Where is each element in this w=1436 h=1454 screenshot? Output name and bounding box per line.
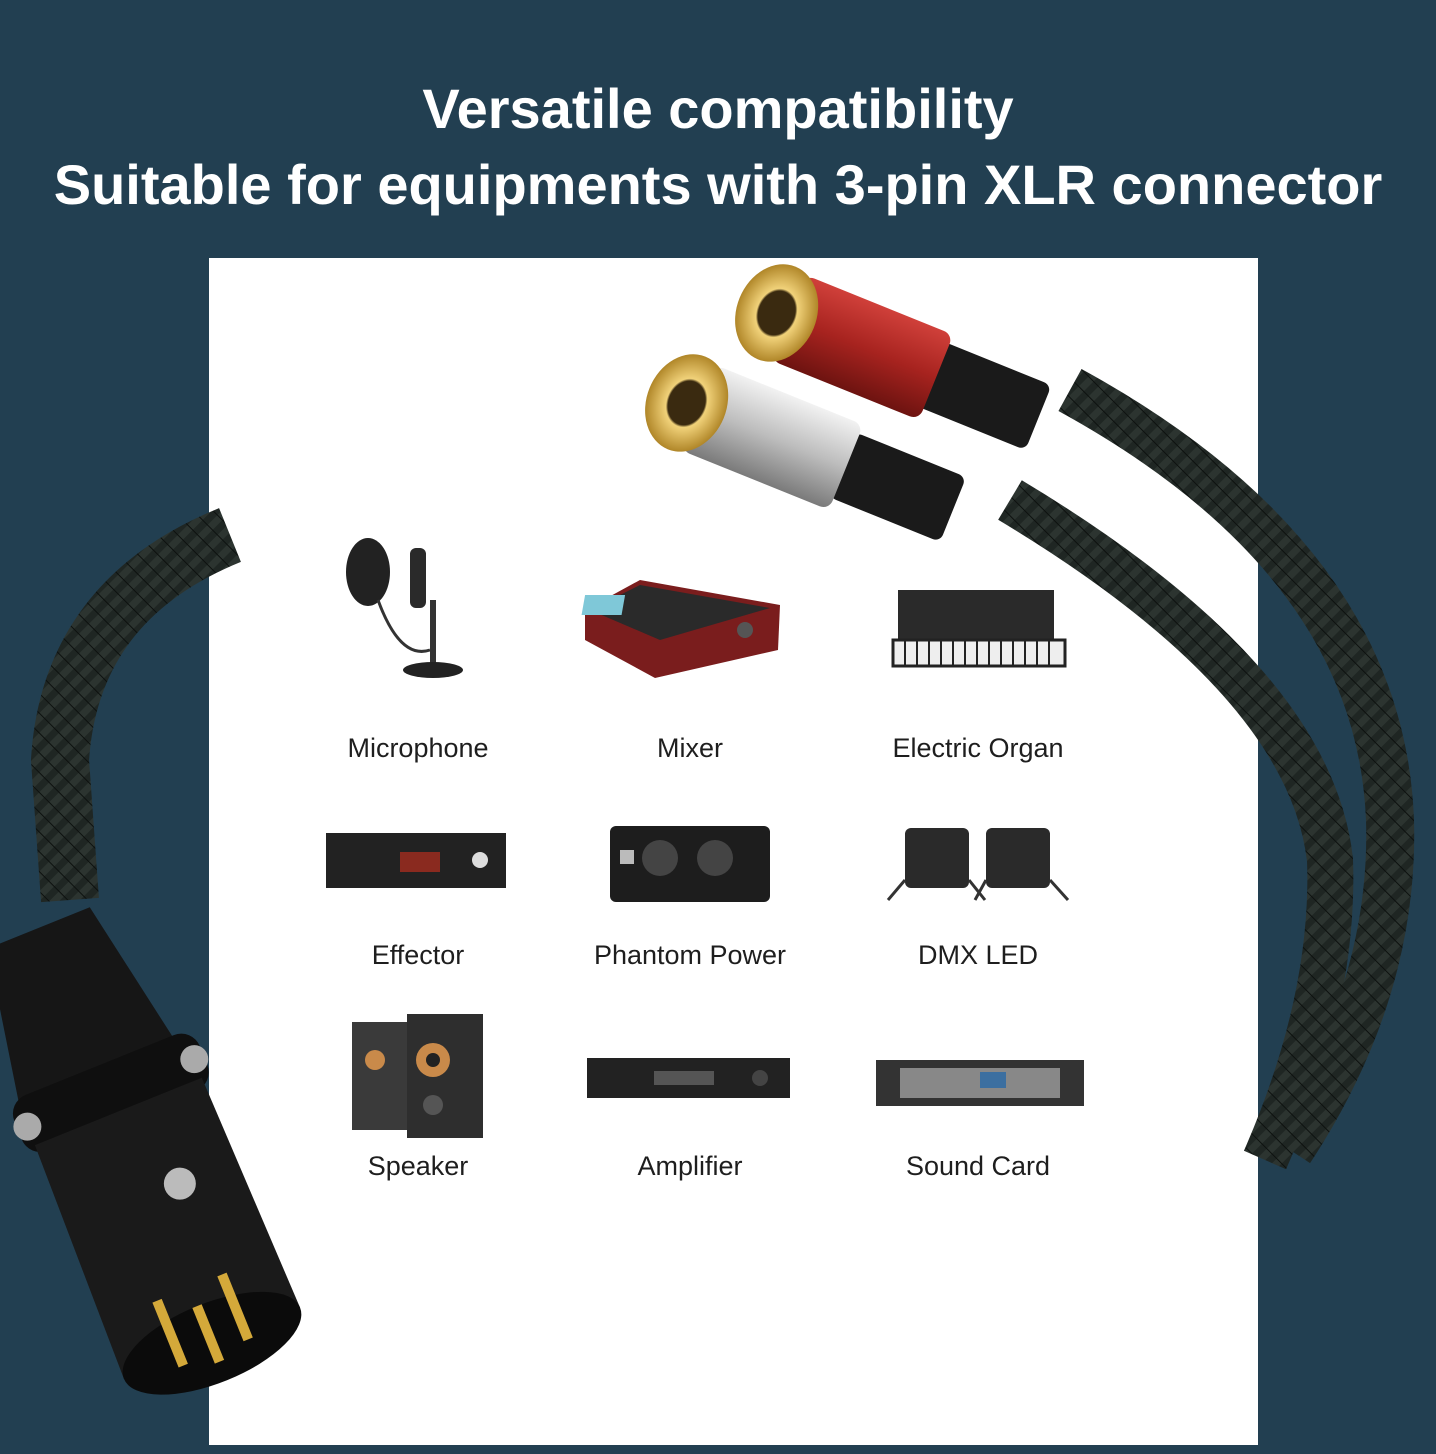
device-label-sound-card: Sound Card (905, 1151, 1051, 1181)
device-label-amplifier: Amplifier (637, 1151, 743, 1181)
subheadline: Suitable for equipments with 3-pin XLR c… (53, 153, 1383, 216)
rca-red-connector (735, 264, 1050, 448)
amplifier-icon (587, 1058, 790, 1098)
right-cable-1 (1058, 368, 1415, 1164)
keyboard-icon (891, 590, 1067, 668)
mixer-icon (581, 580, 780, 678)
xlr-male-connector (0, 907, 302, 1395)
device-label-mixer: Mixer (657, 733, 723, 763)
device-label-dmx-led: DMX LED (917, 940, 1039, 970)
headline: Versatile compatibility (422, 77, 1014, 140)
device-label-phantom-power: Phantom Power (593, 940, 787, 970)
device-label-effector: Effector (371, 940, 465, 970)
stage-light-icon (886, 828, 1070, 902)
right-cable-2 (998, 480, 1354, 1170)
rack-unit-icon (326, 833, 506, 888)
speaker-icon (352, 1014, 483, 1138)
device-label-electric-organ: Electric Organ (892, 733, 1064, 763)
device-label-speaker: Speaker (367, 1151, 469, 1181)
microphone-icon (346, 538, 463, 678)
sound-card-icon (876, 1060, 1084, 1106)
phantom-power-box-icon (610, 826, 770, 902)
rca-white-connector (645, 354, 964, 540)
left-cable (30, 508, 242, 903)
device-label-microphone: Microphone (347, 733, 489, 763)
